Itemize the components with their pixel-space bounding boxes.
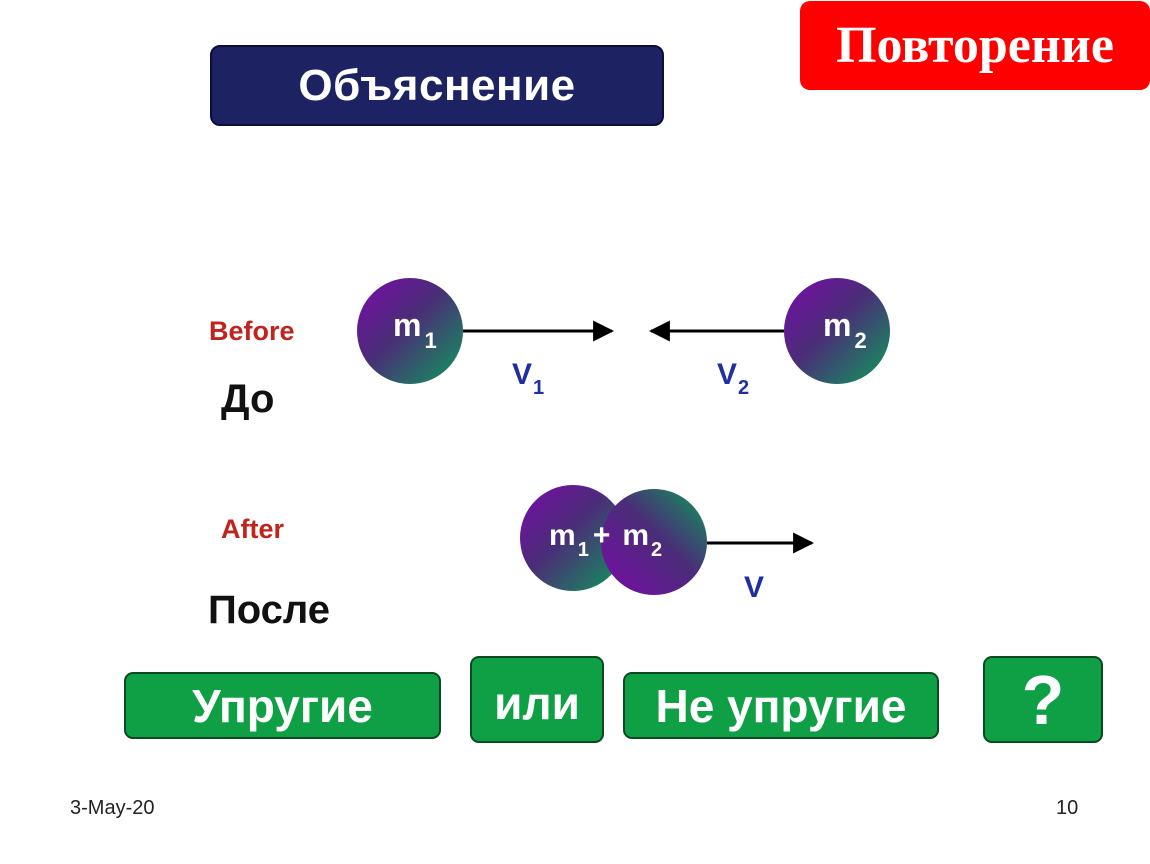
before-label: Before bbox=[209, 316, 295, 346]
velocity-v-label: V bbox=[744, 571, 764, 604]
elastic-button[interactable]: Упругие bbox=[124, 672, 441, 739]
ball-after-m1 bbox=[520, 485, 626, 591]
repeat-button[interactable]: Повторение bbox=[800, 1, 1150, 90]
after-ru-label: После bbox=[208, 588, 331, 632]
question-button[interactable]: ? bbox=[983, 656, 1103, 743]
after-label: After bbox=[221, 514, 285, 544]
before-ru-label: До bbox=[221, 377, 275, 421]
inelastic-button[interactable]: Не упругие bbox=[623, 672, 939, 739]
velocity-v2-label: V2 bbox=[717, 358, 749, 399]
ball-m1 bbox=[357, 278, 463, 384]
velocity-v1-label: V1 bbox=[512, 358, 544, 399]
slide-number: 10 bbox=[1056, 797, 1079, 819]
ball-after-m2 bbox=[601, 489, 707, 595]
explanation-button[interactable]: Объяснение bbox=[210, 45, 664, 126]
ball-m2 bbox=[784, 278, 890, 384]
slide-date: 3-May-20 bbox=[70, 797, 155, 819]
or-button[interactable]: или bbox=[470, 656, 604, 743]
